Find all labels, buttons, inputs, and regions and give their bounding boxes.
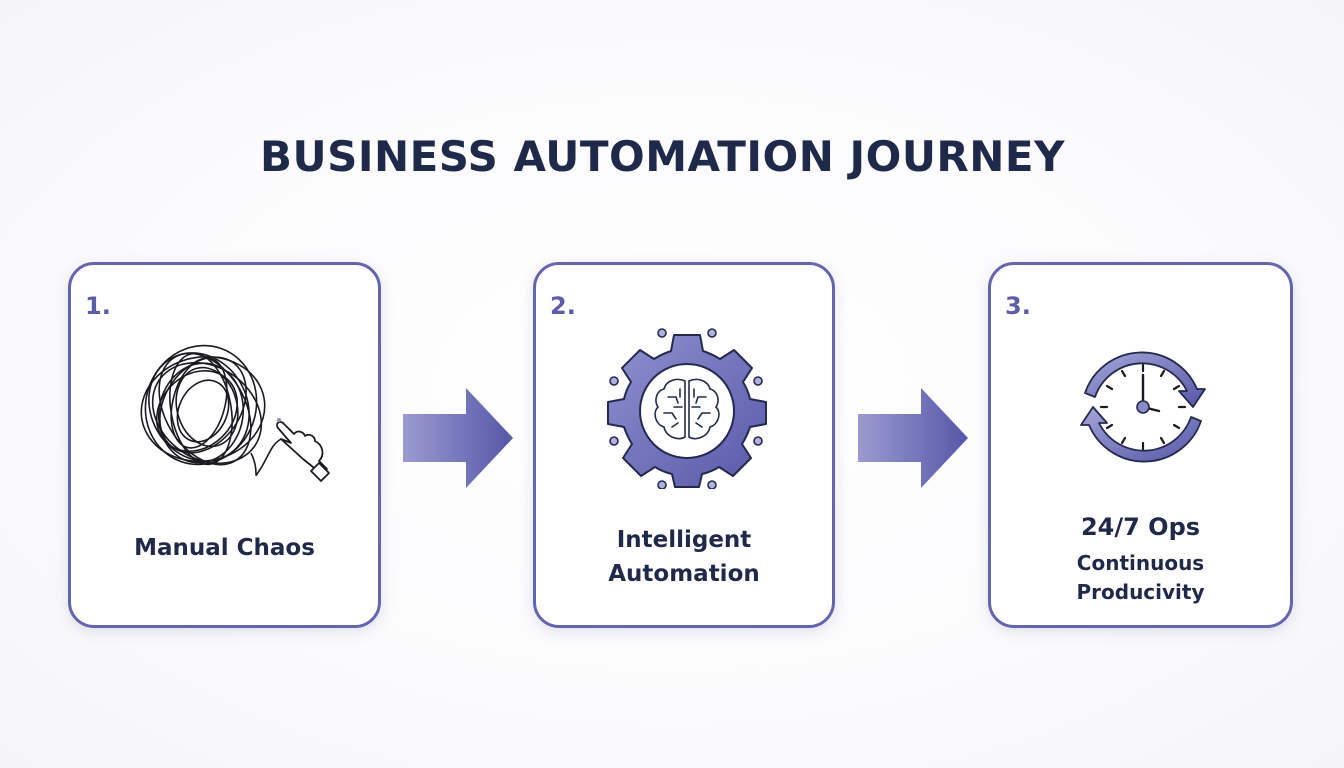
step-number: 1. — [85, 292, 111, 320]
step-label-line: Producivity — [1076, 580, 1205, 604]
step-label-line: Automation — [608, 561, 760, 587]
gear-brain-icon — [607, 328, 767, 489]
step-label-title: 24/7 Ops — [1080, 513, 1201, 541]
diagram-title: BUSINESS AUTOMATION JOURNEY — [259, 132, 1066, 181]
step-label-subtitle: Continuous Producivity — [991, 549, 1290, 607]
step-card-intelligent-automation: 2. Intelligent — [533, 262, 835, 628]
tangled-scribble-pointing-hand-icon — [140, 344, 330, 482]
step-label-line: Intelligent — [616, 527, 752, 553]
clock-cycle-icon — [1080, 351, 1206, 463]
step-label: Intelligent Automation — [536, 523, 832, 591]
step-card-manual-chaos: 1. Manual Chaos — [68, 262, 381, 628]
step-number: 3. — [1005, 292, 1031, 320]
step-label: Manual Chaos — [134, 535, 315, 561]
arrow-right-icon — [403, 388, 513, 488]
step-number: 2. — [550, 292, 576, 320]
arrow-right-icon — [858, 388, 968, 488]
step-label-line: Continuous — [1076, 551, 1205, 575]
step-card-24-7-ops: 3. 24/7 — [988, 262, 1293, 628]
